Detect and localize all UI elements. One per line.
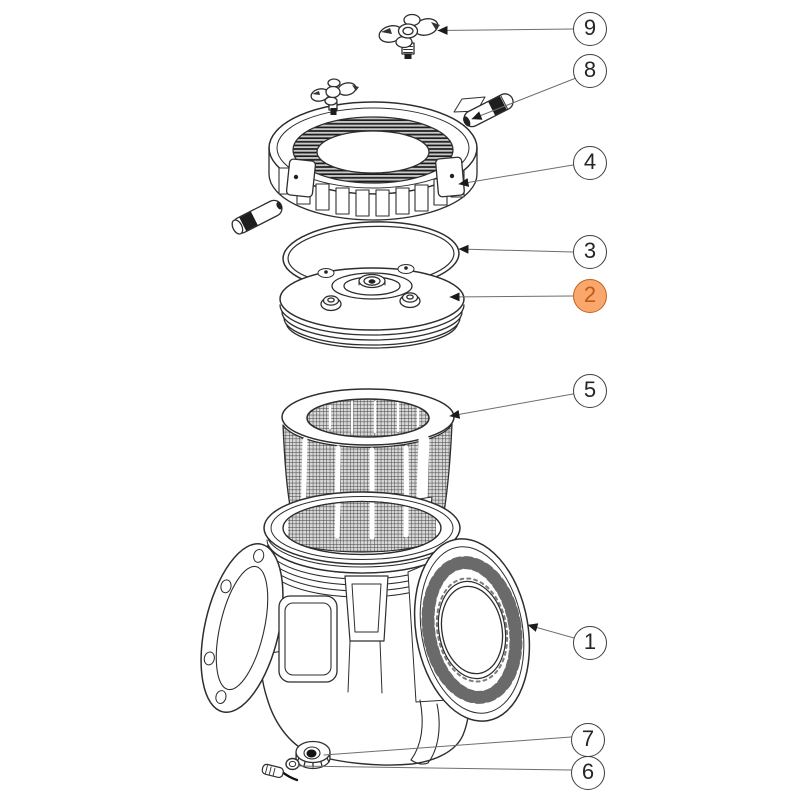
callout-9[interactable]: 9 <box>573 12 607 46</box>
callout-6[interactable]: 6 <box>571 756 605 790</box>
leader-line-7 <box>323 736 572 756</box>
callout-1[interactable]: 1 <box>573 626 607 660</box>
callout-9-number: 9 <box>583 15 597 40</box>
callout-8[interactable]: 8 <box>573 54 607 88</box>
callout-7-number: 7 <box>581 726 595 751</box>
callout-5[interactable]: 5 <box>573 374 607 408</box>
callout-6-number: 6 <box>581 759 595 784</box>
inlet-flange <box>200 543 284 713</box>
leader-line-6 <box>297 765 572 771</box>
leader-line-1 <box>527 623 575 639</box>
callout-7[interactable]: 7 <box>571 723 605 757</box>
outlet-flange <box>413 538 531 722</box>
leader-line-3 <box>458 244 574 254</box>
front-channel <box>344 575 389 694</box>
neck-rim <box>263 491 461 565</box>
callout-1-number: 1 <box>583 629 597 654</box>
leader-line-5 <box>449 393 574 419</box>
callout-2-highlighted[interactable]: 2 <box>573 279 607 313</box>
callout-4-number: 4 <box>583 149 597 174</box>
lid-hub <box>331 272 413 300</box>
plug-lanyard-clip <box>261 757 300 782</box>
lid-boss-right <box>399 292 421 309</box>
lock-ring-ear-left <box>285 158 317 198</box>
callout-2-number: 2 <box>583 282 597 307</box>
callout-3[interactable]: 3 <box>573 235 607 269</box>
leader-line-2 <box>449 292 574 302</box>
housing-foot <box>410 699 440 765</box>
callout-8-number: 8 <box>583 57 597 82</box>
lid-boss-left <box>320 295 342 312</box>
lock-ring-ear-right <box>435 156 465 198</box>
tank-lid <box>279 264 465 349</box>
leader-line-8 <box>471 77 577 120</box>
callout-5-number: 5 <box>583 377 597 402</box>
leader-lines <box>297 25 577 771</box>
callout-4[interactable]: 4 <box>573 146 607 180</box>
wing-knob <box>378 13 440 59</box>
callout-3-number: 3 <box>583 238 597 263</box>
leader-line-9 <box>437 25 574 35</box>
leader-line-4 <box>458 164 574 187</box>
drain-plug <box>295 740 331 770</box>
lock-ring-knob <box>310 78 359 115</box>
front-window <box>278 595 338 683</box>
pump-housing <box>200 491 531 766</box>
handle-pin-left <box>231 199 283 235</box>
lock-ring <box>268 78 486 221</box>
